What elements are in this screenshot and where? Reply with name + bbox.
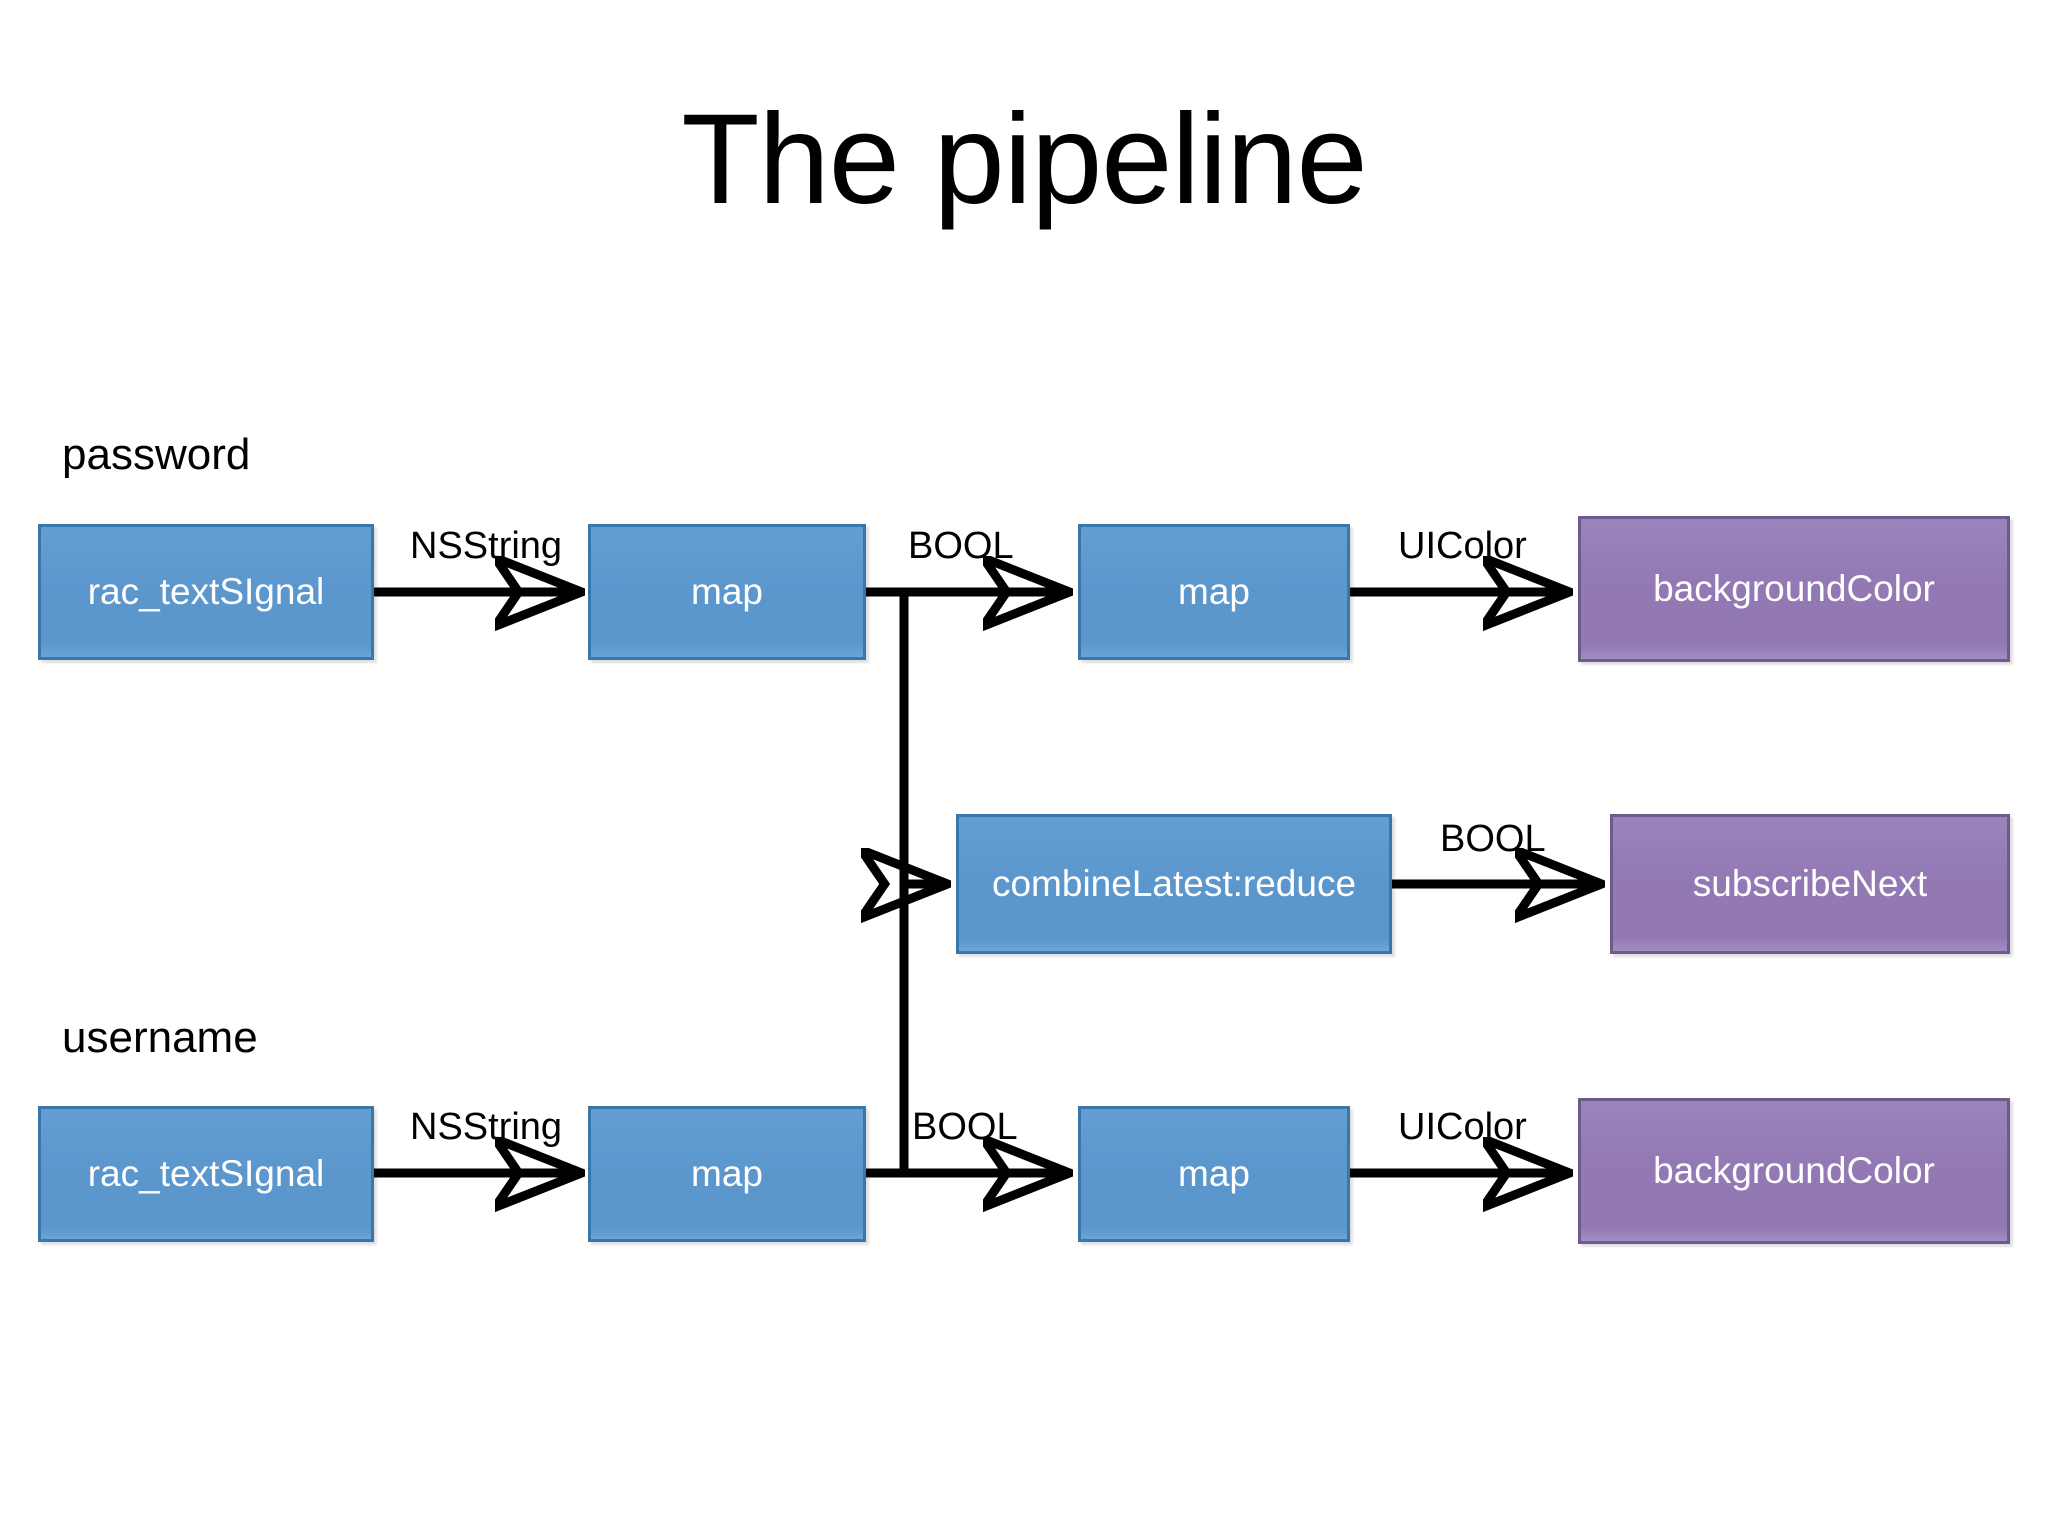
- node-label: backgroundColor: [1653, 568, 1935, 609]
- edge-label-un-uicolor: UIColor: [1398, 1106, 1527, 1148]
- page-title: The pipeline: [681, 88, 1367, 231]
- group-label-username: username: [62, 1013, 258, 1062]
- node-password-backgroundcolor[interactable]: backgroundColor: [1578, 516, 2010, 662]
- node-label: rac_textSIgnal: [87, 571, 325, 612]
- edge-label-pw-bool: BOOL: [908, 525, 1014, 567]
- node-password-map-2[interactable]: map: [1078, 524, 1350, 660]
- group-label-password: password: [62, 430, 251, 479]
- node-password-map-1[interactable]: map: [588, 524, 866, 660]
- node-label: map: [691, 571, 763, 612]
- node-label: subscribeNext: [1692, 863, 1928, 904]
- node-username-backgroundcolor[interactable]: backgroundColor: [1578, 1098, 2010, 1244]
- node-username-map-1[interactable]: map: [588, 1106, 866, 1242]
- edge-label-un-nsstring: NSString: [410, 1106, 563, 1148]
- node-label: map: [1178, 571, 1250, 612]
- node-password-rac-textsignal[interactable]: rac_textSIgnal: [38, 524, 374, 660]
- node-label: rac_textSIgnal: [87, 1153, 325, 1194]
- node-label: map: [691, 1153, 763, 1194]
- node-label: combineLatest:reduce: [991, 863, 1357, 904]
- edge-label-mid-bool: BOOL: [1440, 818, 1546, 860]
- edge-label-un-bool: BOOL: [912, 1106, 1018, 1148]
- edge-label-pw-uicolor: UIColor: [1398, 525, 1527, 567]
- node-combinelatest-reduce[interactable]: combineLatest:reduce: [956, 814, 1392, 954]
- node-username-map-2[interactable]: map: [1078, 1106, 1350, 1242]
- node-subscribenext[interactable]: subscribeNext: [1610, 814, 2010, 954]
- node-label: backgroundColor: [1653, 1150, 1935, 1191]
- node-username-rac-textsignal[interactable]: rac_textSIgnal: [38, 1106, 374, 1242]
- edge-label-pw-nsstring: NSString: [410, 525, 563, 567]
- node-label: map: [1178, 1153, 1250, 1194]
